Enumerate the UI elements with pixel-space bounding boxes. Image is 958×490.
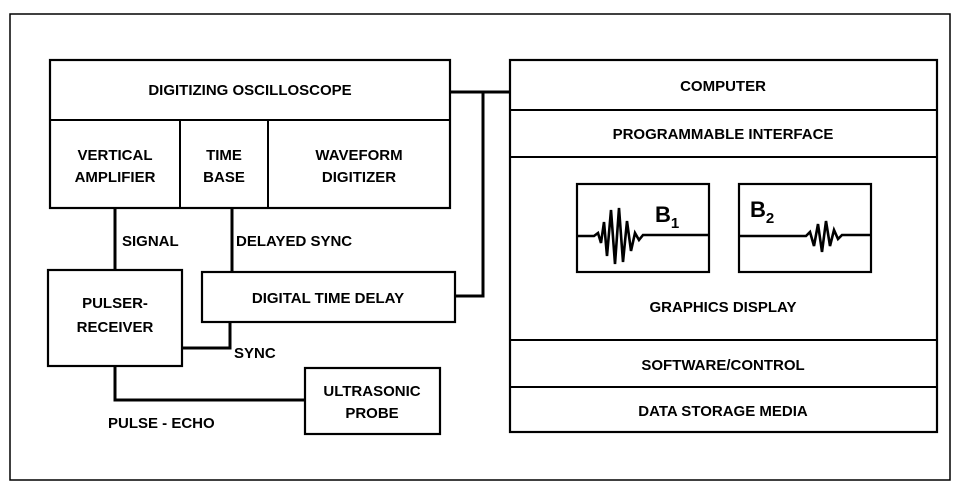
sync-wire	[182, 322, 232, 350]
ultrasonic-probe-box	[303, 366, 442, 436]
waveform-b2-frame	[737, 182, 873, 274]
computer-block: COMPUTER PROGRAMMABLE INTERFACE B1 B2 GR…	[508, 58, 939, 434]
oscilloscope-outline	[48, 58, 452, 210]
pulser-receiver-line2: RECEIVER	[77, 319, 154, 336]
digital-time-delay-block: DIGITAL TIME DELAY	[200, 270, 457, 324]
waveform-digitizer-line2: DIGITIZER	[322, 169, 396, 186]
computer-title: COMPUTER	[680, 78, 766, 95]
data-storage-media-label: DATA STORAGE MEDIA	[638, 403, 808, 420]
sync-label: SYNC	[234, 345, 276, 362]
waveform-digitizer-line1: WAVEFORM	[315, 147, 402, 164]
computer-outline	[508, 58, 939, 434]
vertical-amplifier-line2: AMPLIFIER	[75, 169, 156, 186]
oscilloscope-title: DIGITIZING OSCILLOSCOPE	[148, 82, 351, 99]
graphics-display-label: GRAPHICS DISPLAY	[650, 299, 797, 316]
time-base-line1: TIME	[206, 147, 242, 164]
ultrasonic-probe-block: ULTRASONIC PROBE	[303, 366, 442, 436]
vertical-amplifier-line1: VERTICAL	[78, 147, 153, 164]
delay-to-computer-wire	[455, 92, 485, 298]
waveform-b2-label: B2	[750, 197, 774, 227]
signal-label: SIGNAL	[122, 233, 179, 250]
time-base-line2: BASE	[203, 169, 245, 186]
oscilloscope-block: DIGITIZING OSCILLOSCOPE VERTICAL AMPLIFI…	[48, 58, 452, 210]
waveform-b1-label: B1	[655, 202, 679, 232]
pulse-echo-wire	[113, 366, 305, 402]
waveform-b1-panel: B1	[575, 182, 711, 274]
outer-frame	[9, 13, 951, 481]
delayed-sync-label: DELAYED SYNC	[236, 233, 352, 250]
waveform-b1-frame	[575, 182, 711, 274]
programmable-interface-label: PROGRAMMABLE INTERFACE	[613, 126, 834, 143]
waveform-b1-trace	[578, 207, 708, 265]
digital-time-delay-box	[200, 270, 457, 324]
pulser-receiver-block: PULSER- RECEIVER	[46, 268, 184, 368]
digital-time-delay-label: DIGITAL TIME DELAY	[252, 290, 404, 307]
waveform-b2-panel: B2	[737, 182, 873, 274]
pulse-echo-label: PULSE - ECHO	[108, 415, 215, 432]
connections	[113, 90, 510, 402]
software-control-label: SOFTWARE/CONTROL	[641, 357, 804, 374]
pulser-receiver-line1: PULSER-	[82, 295, 148, 312]
pulser-receiver-box	[46, 268, 184, 368]
waveform-b2-trace	[740, 220, 870, 253]
ultrasonic-probe-line1: ULTRASONIC	[323, 383, 420, 400]
ultrasonic-probe-line2: PROBE	[345, 405, 398, 422]
